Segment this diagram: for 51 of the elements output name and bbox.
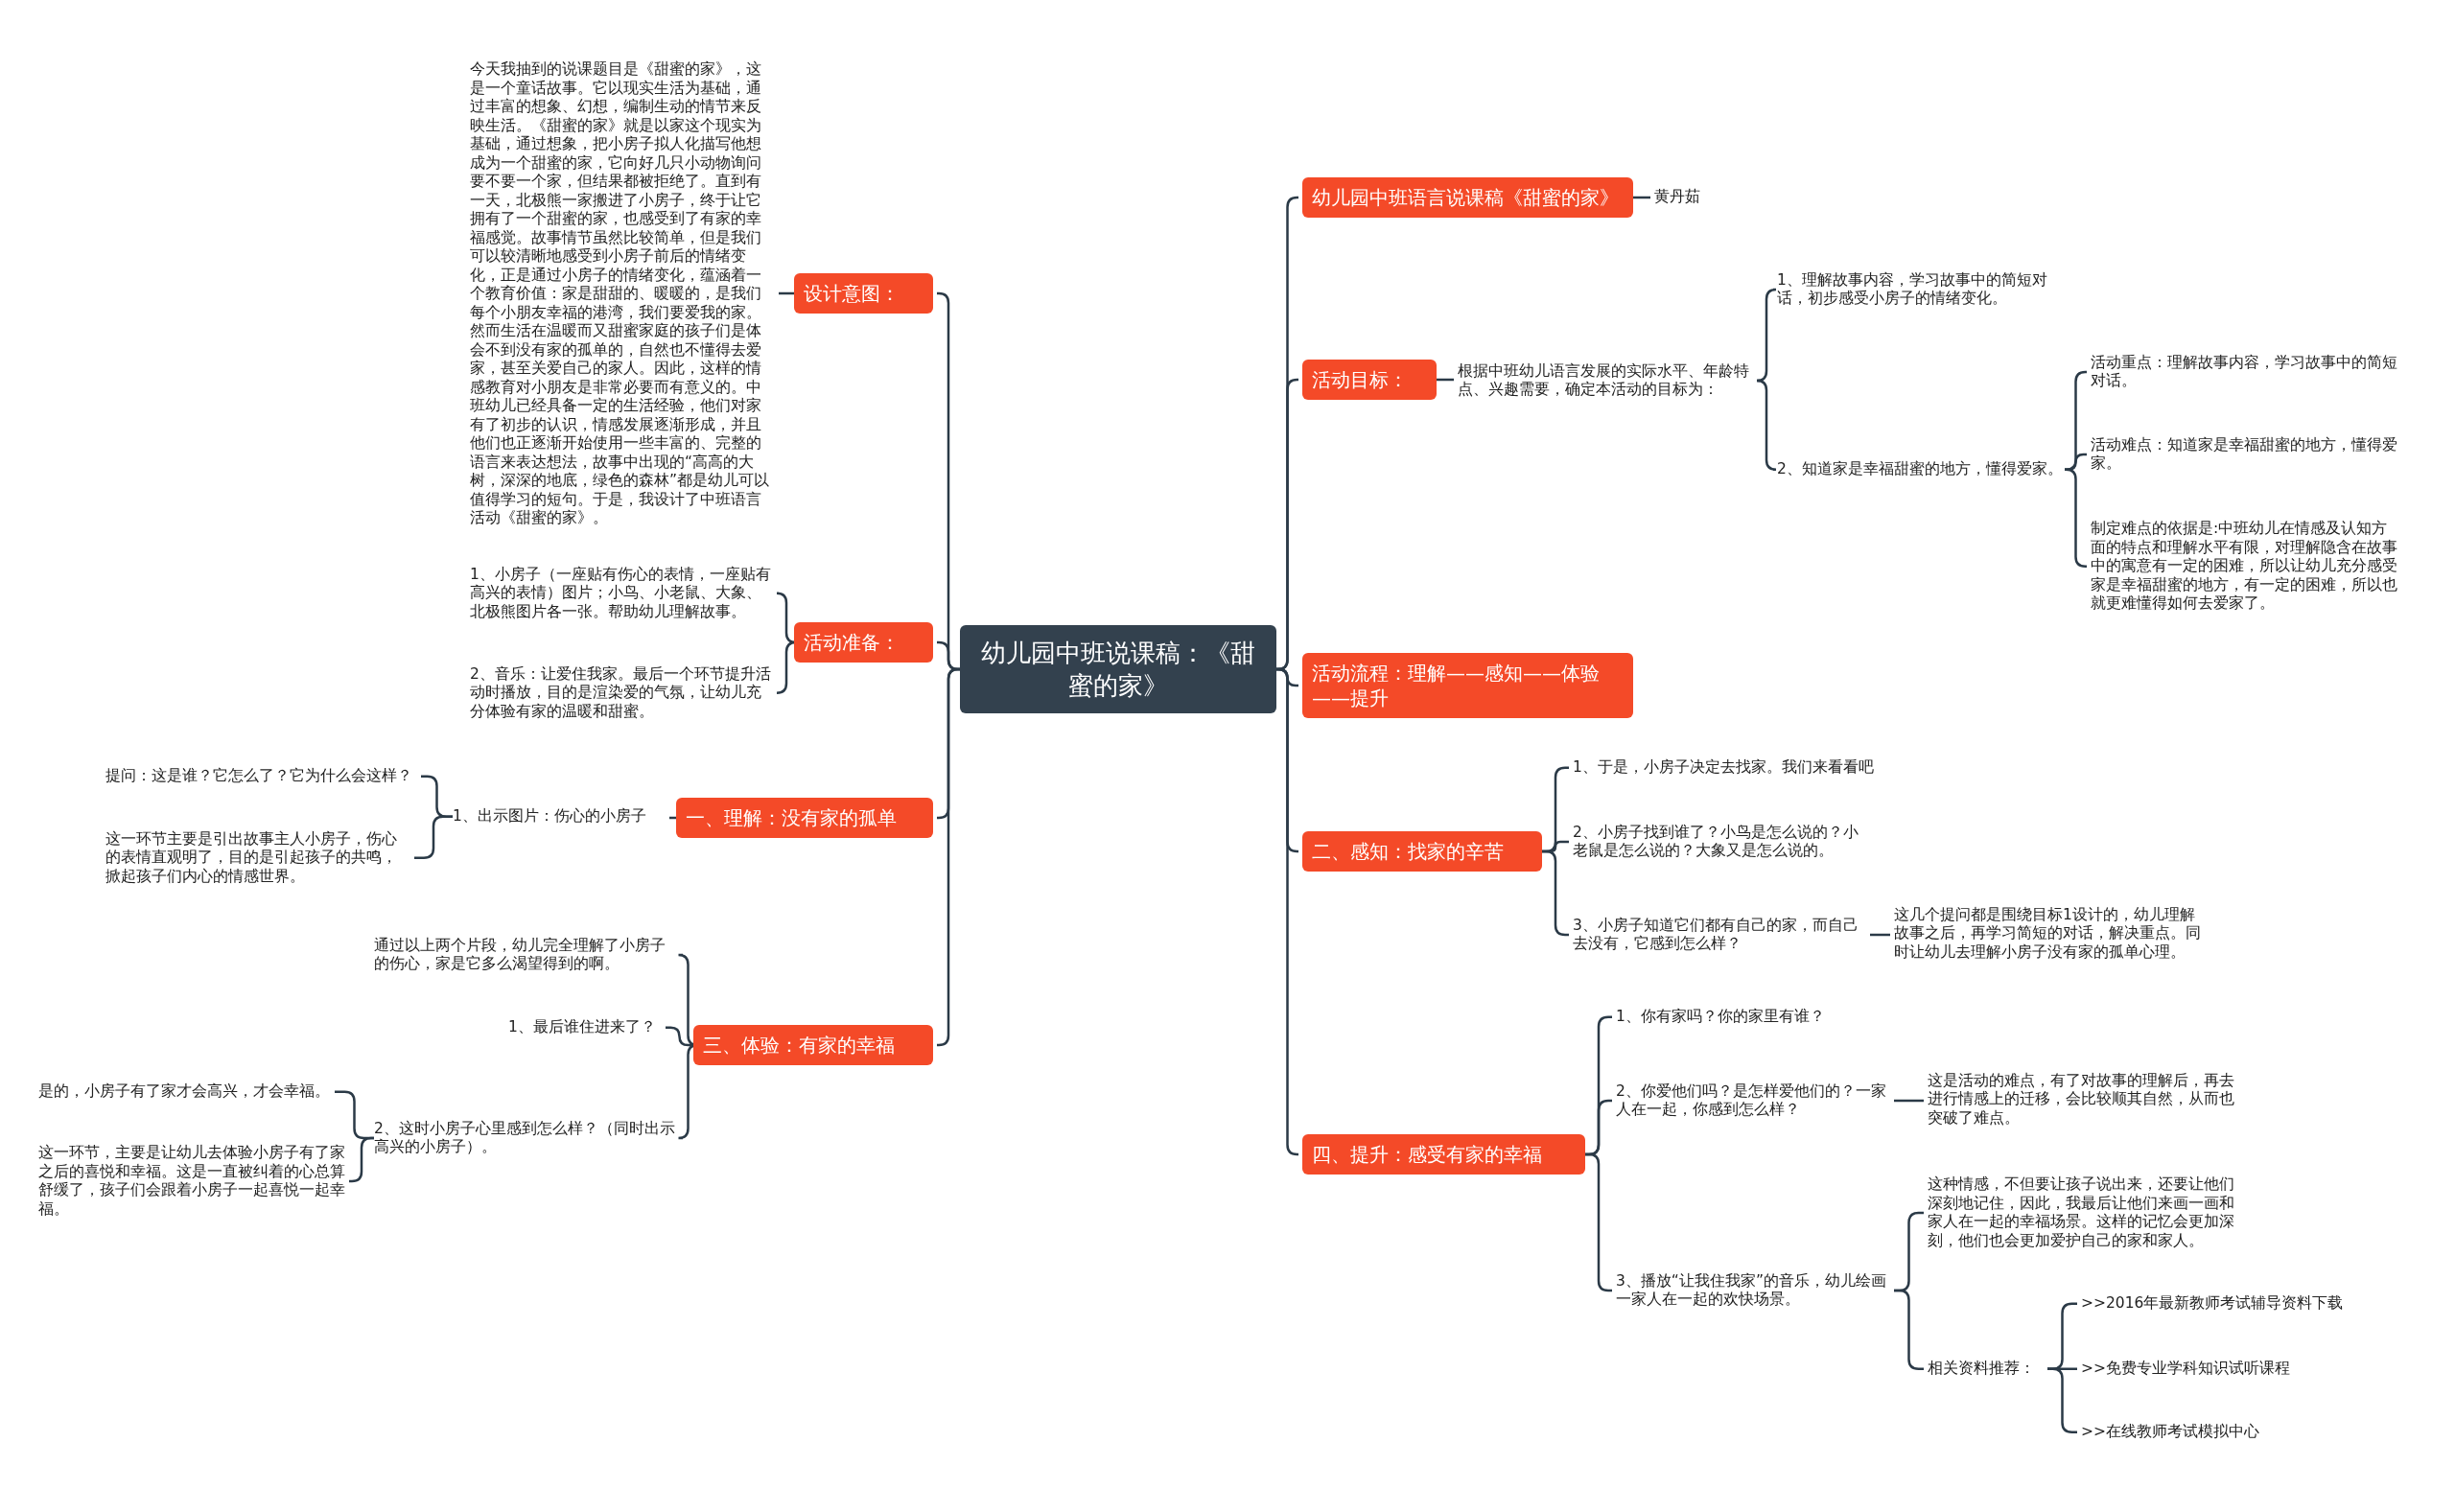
- note-text: >>在线教师考试模拟中心: [2081, 1423, 2350, 1442]
- note-text: 1、理解故事内容，学习故事中的简短对话，初步感受小房子的情绪变化。: [1777, 270, 2074, 309]
- topic-box: 二、感知：找家的辛苦: [1302, 831, 1542, 872]
- note-text: 1、出示图片：伤心的小房子: [453, 807, 666, 826]
- connector-line: [1275, 667, 1299, 1156]
- note-text: 1、小房子（一座贴有伤心的表情，一座贴有高兴的表情）图片；小鸟、小老鼠、大象、北极熊图片各一张。帮助幼儿理解故事。: [470, 565, 775, 621]
- note-text: 3、小房子知道它们都有自己的家，而自己去没有，它感到怎么样？: [1573, 916, 1870, 954]
- topic-box: 一、理解：没有家的孤单: [676, 798, 933, 838]
- connector-line: [1870, 933, 1890, 937]
- connector-line: [2064, 468, 2088, 568]
- note-text: 黄丹茹: [1654, 188, 1721, 207]
- connector-line: [1755, 379, 1778, 471]
- note-text: 2、小房子找到谁了？小鸟是怎么说的？小老鼠是怎么说的？大象又是怎么说的。: [1573, 823, 1870, 861]
- note-text: 2、音乐：让爱住我家。最后一个环节提升活动时播放，目的是渲染爱的气氛，让幼儿充分体验有家的温暖和甜蜜。: [470, 664, 775, 721]
- note-text: 这一环节主要是引出故事主人小房子，伤心的表情直观明了，目的是引起孩子的共鸣，掀起孩子们内心的情感世界。: [105, 829, 410, 886]
- note-text: 1、最后谁住进来了？: [508, 1018, 662, 1037]
- topic-box: 四、提升：感受有家的幸福: [1302, 1134, 1585, 1175]
- note-text: 2、这时小房子心里感到怎么样？（同时出示高兴的小房子）。: [374, 1119, 679, 1157]
- connector-line: [1894, 1099, 1924, 1103]
- note-text: 1、你有家吗？你的家里有谁？: [1616, 1008, 1894, 1027]
- note-text: 2、你爱他们吗？是怎样爱他们的？一家人在一起，你感到怎么样？: [1616, 1082, 1894, 1120]
- note-text: 1、于是，小房子决定去找家。我们来看看吧: [1573, 758, 1889, 778]
- topic-box: 活动目标：: [1302, 360, 1437, 400]
- note-text: 这是活动的难点，有了对故事的理解后，再去进行情感上的迁移，会比较顺其自然，从而也突破了难点。: [1928, 1071, 2234, 1128]
- connector-line: [414, 815, 453, 859]
- note-text: 这几个提问都是围绕目标1设计的，幼儿理解故事之后，再学习简短的对话，解决重点。同时让幼儿去理解小房子没有家的孤单心理。: [1894, 905, 2201, 962]
- note-text: 今天我抽到的说课题目是《甜蜜的家》，这是一个童话故事。它以现实生活为基础，通过丰富的想象、幻想，编制生动的情节来反映生活。《甜蜜的家》就是以家这个现实为基础，通过想象，把小房子拟人化描写他想成为一个甜蜜的家，它向好几只小动物询问要不要一个家，但结果都被拒绝了。直到有一天，北极熊一家搬进了小房子，终于让它拥有了一个甜蜜的家，也感受到了有家的幸福感觉。故事情节虽然比较简单，但是我们可以较清晰地感受到小房子前后的情绪变化，正是通过小房子的情绪变化，蕴涵着一个教育价值：家是甜甜的、暖暖的，是我们每个小朋友幸福的港湾，我们要爱我的家。然而生活在温暖而又甜蜜家庭的孩子们是体会不到没有家的孤单的，自然也不懂得去爱家，甚至关爱自己的家人。因此，这样的情感教育对小朋友是非常必要而有意义的。中班幼儿已经具备一定的生活经验，他们对家有了初步的认识，情感发展逐渐形成，并且他们也正逐渐开始使用一些丰富的、完整的语言来表达想法，故事中出现的“高高的大树，深深的地底，绿色的森林”都是幼儿可以值得学习的短句。于是，我设计了中班语言活动《甜蜜的家》。: [470, 60, 775, 528]
- note-text: 是的，小房子有了家才会高兴，才会幸福。: [38, 1082, 331, 1102]
- note-text: 活动难点：知道家是幸福甜蜜的地方，懂得爱家。: [2091, 435, 2402, 474]
- note-text: 提问：这是谁？它怎么了？它为什么会这样？: [105, 767, 417, 786]
- connector-line: [936, 667, 961, 1047]
- note-text: >>免费专业学科知识试听课程: [2081, 1360, 2350, 1379]
- central-topic-box: 幼儿园中班说课稿：《甜蜜的家》: [960, 625, 1276, 713]
- note-text: 活动重点：理解故事内容，学习故事中的简短对话。: [2091, 353, 2402, 391]
- topic-box: 三、体验：有家的幸福: [693, 1025, 933, 1065]
- topic-box: 设计意图：: [794, 273, 933, 314]
- topic-box: 活动准备：: [794, 622, 933, 663]
- connector-line: [349, 1136, 374, 1183]
- note-text: 3、播放“让我住我家”的音乐，幼儿绘画一家人在一起的欢快场景。: [1616, 1271, 1894, 1310]
- topic-box: 活动流程：理解——感知——体验——提升: [1302, 653, 1633, 718]
- connector-line: [666, 1026, 693, 1047]
- note-text: 这一环节，主要是让幼儿去体验小房子有了家之后的喜悦和幸福。这是一直被纠着的心总算舒缓了，孩子们会跟着小房子一起喜悦一起幸福。: [38, 1144, 345, 1219]
- note-text: 制定难点的依据是:中班幼儿在情感及认知方面的特点和理解水平有限，对理解隐含在故事中的寓意有一定的困难，所以让幼儿充分感受家是幸福甜蜜的地方，有一定的困难，所以也就更难懂得如何去爱家了。: [2091, 520, 2402, 614]
- note-text: 2、知道家是幸福甜蜜的地方，懂得爱家。: [1777, 460, 2065, 479]
- topic-box: 幼儿园中班语言说课稿《甜蜜的家》: [1302, 177, 1633, 218]
- note-text: 这种情感，不但要让孩子说出来，还要让他们深刻地记住，因此，我最后让他们来画一画和家人在一起的幸福场景。这样的记忆会更加深刻，他们也会更加爱护自己的家和家人。: [1928, 1175, 2234, 1250]
- note-text: 根据中班幼儿语言发展的实际水平、年龄特点、兴趣需要，确定本活动的目标为：: [1458, 361, 1760, 400]
- note-text: 通过以上两个片段，幼儿完全理解了小房子的伤心，家是它多么渴望得到的啊。: [374, 936, 679, 974]
- note-text: >>2016年最新教师考试辅导资料下载: [2081, 1294, 2369, 1314]
- note-text: 相关资料推荐：: [1928, 1360, 2047, 1379]
- connector-line: [2064, 370, 2088, 471]
